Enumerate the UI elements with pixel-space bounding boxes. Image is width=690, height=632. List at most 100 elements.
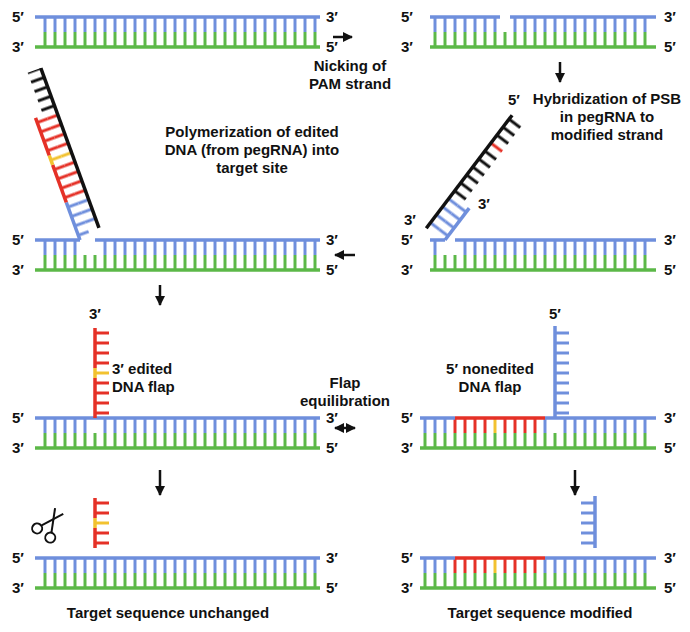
edit-base [490,558,500,573]
strand-end-label: 3′ [326,549,338,567]
step-label: Nicking of PAM strand [300,57,400,93]
strand-end-label: 5′ [664,579,676,597]
dna-strand [455,556,545,560]
step-arrow [159,285,162,305]
strand-end-label: 3′ [664,409,676,427]
strand-end-label: 3′ [404,211,416,229]
strand-end-label: 5′ [326,579,338,597]
strand-end-label: 3′ [326,8,338,26]
dna-strand [455,416,545,420]
strand-end-label: 3′ [401,261,413,279]
edit-ticks [500,418,540,433]
strand-end-label: 5′ [326,38,338,56]
dna-strand [510,15,656,19]
base-ticks [420,573,650,588]
dna-stage-panel: 5′3′3′5′ [352,0,690,62]
base-ticks [420,418,450,433]
base-ticks [540,418,550,433]
strand-end-label: 5′ [508,91,520,109]
strand-end-label: 3′ [664,549,676,567]
strand-end-label: 5′ [326,439,338,457]
base-ticks [40,418,90,433]
dna-duplex [35,17,320,47]
edit-ticks [450,418,490,433]
base-ticks [40,255,320,270]
dna-strand [420,586,656,590]
stage-caption: Target sequence unchanged [18,604,318,622]
base-ticks [40,558,320,573]
cleaved-flap [95,498,109,548]
dna-strand [35,15,320,19]
dna-strand [420,446,656,450]
strand-end-label: 5′ [12,549,24,567]
stage-caption: 5′ nonedited DNA flap [430,360,550,396]
scissors-handle [43,531,57,545]
step-label: Polymerization of edited DNA (from pegRN… [155,123,350,177]
dna-strand [420,556,455,560]
base-ticks [100,240,320,255]
pegrna-hybrid [426,115,529,241]
strand-end-label: 3′ [401,38,413,56]
stage-caption: 3′ edited DNA flap [112,360,204,396]
dna-duplex [430,17,656,47]
step-arrow [574,470,577,495]
step-arrow [335,427,355,430]
dna-duplex [30,498,320,588]
dna-duplex [420,496,656,588]
dna-stage-panel: 5′ 3′ 3′ 5′ Target sequence unchanged [0,495,335,632]
strand-end-label: 3′ [12,439,24,457]
base-ticks [510,17,650,32]
base-ticks [540,558,650,573]
edited-flap [95,328,109,418]
edit-ticks [500,558,540,573]
dna-strand [455,238,656,242]
edit-ticks [95,378,109,418]
dna-flap [593,496,597,548]
released-flap [581,496,595,548]
strand-end-label: 3′ [478,195,490,213]
strand-end-label: 5′ [401,409,413,427]
nonedited-flap [555,326,569,418]
strand-end-label: 3′ [664,231,676,249]
base-ticks [427,195,460,234]
dna-strand [35,446,320,450]
dna-strand [430,268,656,272]
dna-strand [430,45,656,49]
dna-flap [93,518,97,528]
scissors-handle [30,521,44,535]
strand-end-label: 5′ [664,439,676,457]
strand-end-label: 3′ [401,579,413,597]
base-ticks [430,240,440,255]
base-ticks [40,17,320,32]
pegrna-strand [41,68,99,228]
base-ticks [555,328,569,418]
base-ticks [560,418,650,433]
dna-flap [36,118,50,156]
scissors-symbol [30,503,70,544]
polymerized-flap [20,68,101,240]
strand-end-label: 5′ [12,231,24,249]
base-ticks [100,418,320,433]
dna-flap [93,498,97,518]
dna-strand [545,556,656,560]
strand-end-label: 3′ [12,579,24,597]
dna-flap [93,378,97,418]
strand-end-label: 3′ [664,8,676,26]
edit-ticks [95,328,109,368]
strand-end-label: 3′ [401,439,413,457]
dna-strand [95,238,320,242]
strand-end-label: 5′ [549,305,561,323]
pegrna-strand [426,115,512,228]
scissors-blade [42,507,64,531]
edit-ticks [95,528,109,548]
dna-stage-panel: 5′3′3′5′Target sequence modified [355,495,690,632]
dna-stage-panel: 5′ 5′ nonedited DNA flap 5′ 3′ 3′ 5′ [355,300,690,470]
edit-ticks [450,558,490,573]
strand-end-label: 3′ [326,409,338,427]
base-ticks [40,433,320,448]
step-arrow [335,254,355,257]
strand-end-label: 5′ [401,8,413,26]
dna-flap [66,202,80,240]
step-label: Flap equilibration [290,374,400,410]
